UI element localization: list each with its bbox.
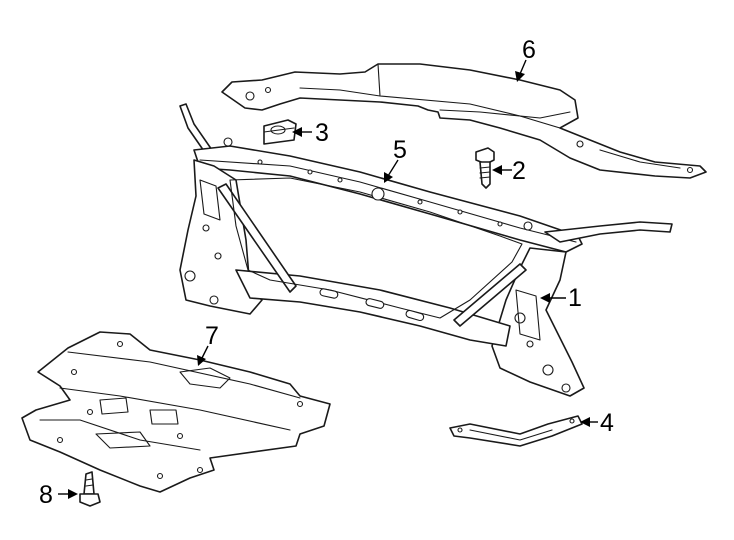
callout-3: 3 xyxy=(315,119,329,147)
arrowhead-6 xyxy=(515,71,525,82)
arrowhead-7 xyxy=(197,355,206,366)
leader-line-6 xyxy=(519,59,527,75)
callout-8: 8 xyxy=(39,481,53,509)
callout-6: 6 xyxy=(522,36,536,64)
callout-7: 7 xyxy=(205,322,219,350)
arrowhead-3 xyxy=(292,127,302,137)
arrowhead-4 xyxy=(580,417,590,427)
upper-cover-part xyxy=(221,63,707,179)
callout-4: 4 xyxy=(600,409,614,437)
splash-shield-part xyxy=(21,331,331,493)
arrowhead-8 xyxy=(68,489,78,499)
arrowhead-2 xyxy=(492,165,502,175)
leader-line-7 xyxy=(201,345,209,359)
arrowhead-1 xyxy=(540,293,550,303)
bolt-part xyxy=(475,147,495,189)
callout-2: 2 xyxy=(512,157,526,185)
callout-5: 5 xyxy=(393,136,407,164)
screw-part xyxy=(79,471,101,507)
arrowhead-5 xyxy=(384,172,393,183)
radiator-support-frame-part xyxy=(179,103,673,397)
leader-lines xyxy=(58,59,598,499)
bracket-part xyxy=(263,119,297,145)
callout-1: 1 xyxy=(568,284,582,312)
lower-brace-part xyxy=(449,415,583,447)
callout-labels: 1 2 3 4 5 6 7 8 xyxy=(39,36,614,509)
leader-line-5 xyxy=(387,159,399,177)
